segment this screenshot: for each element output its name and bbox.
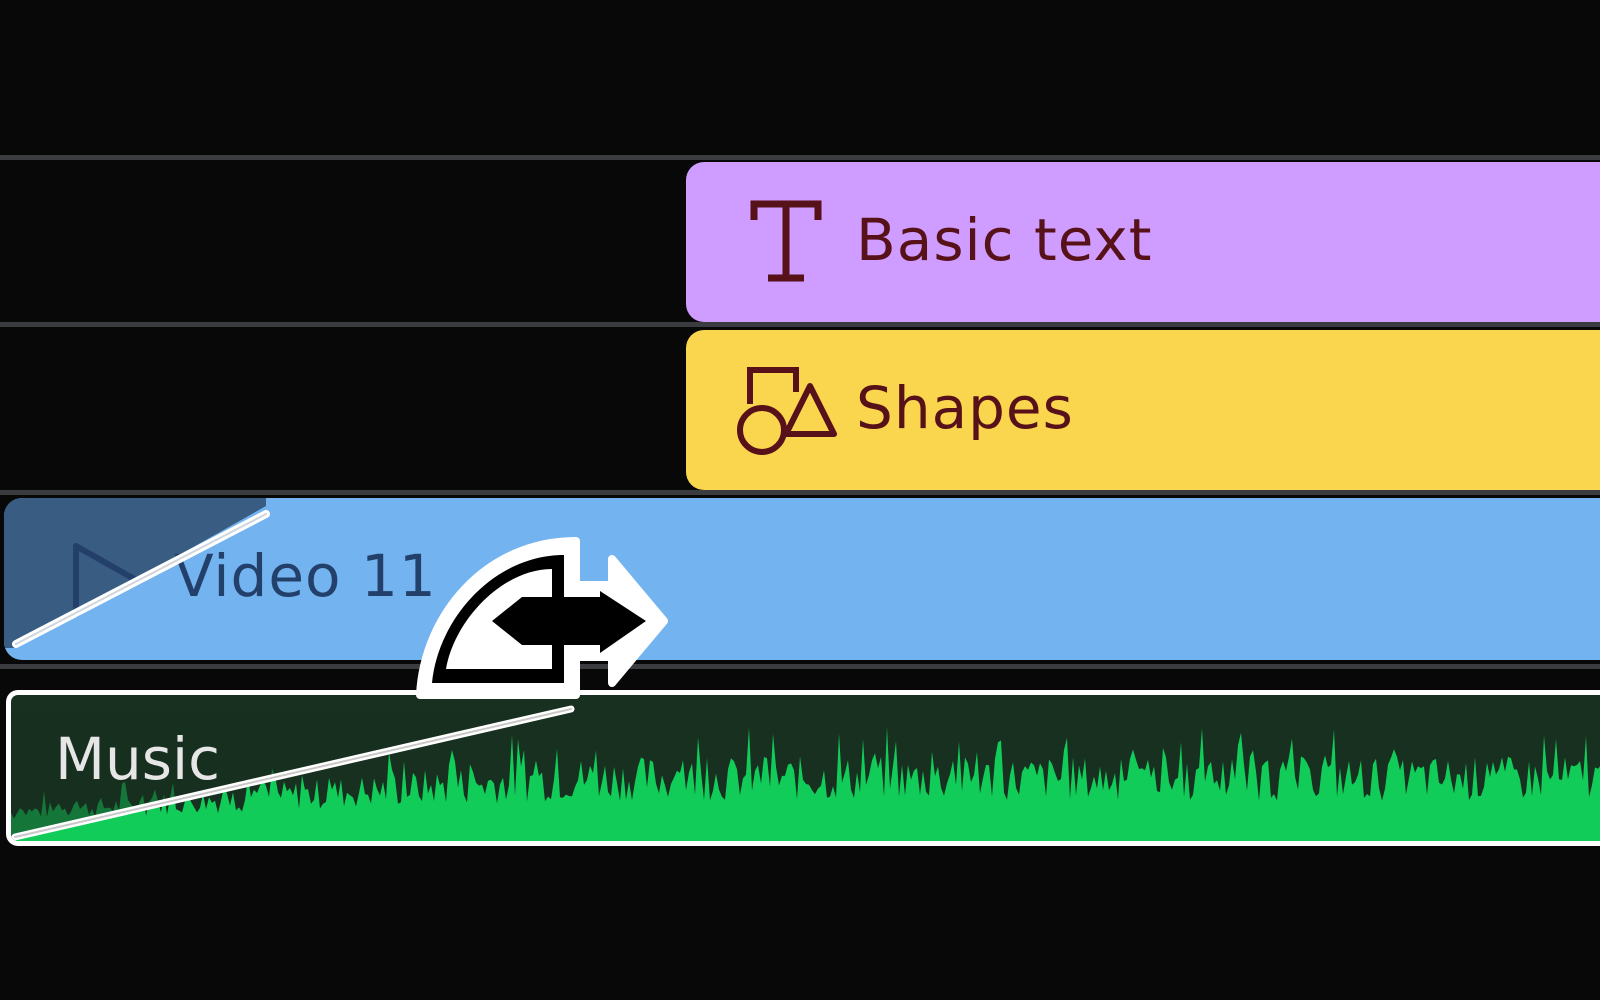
track-separator <box>0 664 1600 669</box>
music-clip-label: Music <box>55 725 221 793</box>
text-icon <box>748 198 824 288</box>
text-clip[interactable]: Basic text <box>686 162 1600 322</box>
shapes-clip[interactable]: Shapes <box>686 330 1600 490</box>
shapes-icon <box>736 364 840 462</box>
text-clip-label: Basic text <box>856 206 1153 274</box>
track-separator <box>0 490 1600 495</box>
video-clip[interactable]: Video 11 <box>4 498 1600 660</box>
track-separator <box>0 155 1600 160</box>
fade-drag-cursor-icon <box>416 537 668 699</box>
shapes-clip-label: Shapes <box>856 374 1074 442</box>
audio-waveform <box>11 727 1600 841</box>
music-clip[interactable]: Music <box>6 690 1600 846</box>
video-clip-label: Video 11 <box>174 542 437 610</box>
track-separator <box>0 322 1600 327</box>
play-icon <box>68 540 144 624</box>
audio-fade-handle[interactable] <box>11 695 611 841</box>
